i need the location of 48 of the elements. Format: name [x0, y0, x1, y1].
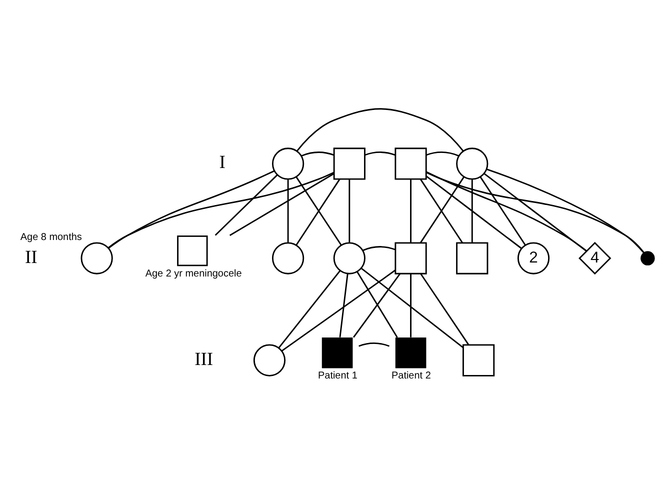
label: II	[24, 246, 38, 268]
connector	[486, 168, 644, 254]
node-diamond: 4	[578, 242, 612, 275]
connector	[301, 152, 334, 157]
connector	[410, 179, 412, 243]
connector	[348, 179, 350, 243]
node-circle	[80, 242, 113, 274]
connector	[229, 173, 334, 236]
connector	[362, 246, 396, 252]
connector	[480, 176, 526, 246]
connector	[278, 270, 341, 348]
connector	[360, 268, 464, 348]
label: I	[219, 152, 226, 174]
connector	[108, 172, 334, 249]
node-box	[333, 148, 366, 180]
node-box	[456, 242, 488, 274]
node-circle	[272, 148, 304, 180]
node-label: Patient 1	[318, 370, 358, 382]
connector	[339, 274, 348, 338]
connector	[410, 274, 412, 338]
node-box	[394, 148, 427, 180]
node-box	[177, 235, 208, 266]
connector	[364, 152, 396, 156]
node-box	[394, 242, 427, 274]
node-box	[462, 344, 495, 376]
node-circle	[456, 148, 488, 180]
connector	[214, 174, 278, 236]
connector	[426, 171, 587, 252]
connector	[426, 172, 645, 254]
connector	[296, 108, 464, 152]
node-circle	[253, 344, 286, 376]
connector	[471, 179, 473, 243]
node-circle	[640, 251, 655, 266]
connector	[484, 172, 587, 252]
node-circle: 2	[517, 242, 550, 274]
connector	[281, 270, 396, 352]
node-circle	[272, 242, 304, 274]
connector	[358, 342, 390, 347]
connector	[108, 170, 275, 249]
node-label: Age 2 yr meningocele	[145, 268, 242, 280]
label: III	[194, 348, 214, 370]
node-circle	[333, 242, 366, 274]
node-label: Patient 2	[392, 370, 431, 382]
connector	[287, 179, 289, 243]
node-label: Age 8 months	[20, 232, 82, 244]
connector	[426, 176, 522, 249]
connector	[426, 152, 460, 157]
connector	[420, 273, 470, 346]
